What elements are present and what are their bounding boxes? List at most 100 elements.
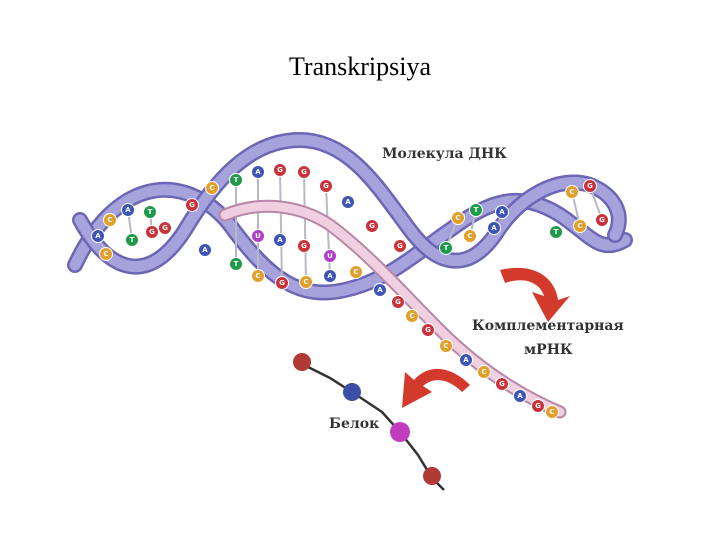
nucleotide-letter: C xyxy=(481,368,486,376)
nucleotide-letter: G xyxy=(535,402,541,410)
nucleotide-c xyxy=(299,275,313,289)
nucleotide-u xyxy=(251,229,265,243)
nucleotide-letter: A xyxy=(499,208,505,216)
nucleotide-letter: C xyxy=(569,188,574,196)
nucleotide-letter: A xyxy=(377,286,383,294)
nucleotide-letter: C xyxy=(409,312,414,320)
nucleotide-letter: T xyxy=(148,208,153,216)
nucleotide-letter: T xyxy=(444,244,449,252)
nucleotide-g xyxy=(273,163,287,177)
nucleotide-c xyxy=(103,213,117,227)
nucleotide-c xyxy=(405,309,419,323)
nucleotide-letter: A xyxy=(95,232,101,240)
nucleotide-g xyxy=(297,239,311,253)
nucleotide-letter: G xyxy=(395,298,401,306)
nucleotide-a xyxy=(495,205,509,219)
nucleotide-letter: T xyxy=(474,206,479,214)
nucleotide-g xyxy=(319,179,333,193)
translation-arrow xyxy=(402,368,470,408)
nucleotide-letter: A xyxy=(345,198,351,206)
dna-back-strand-fill xyxy=(69,184,631,298)
nucleotide-letter: G xyxy=(279,279,285,287)
nucleotide-c xyxy=(463,229,477,243)
nucleotide-letter: G xyxy=(499,380,505,388)
nucleotide-g xyxy=(495,377,509,391)
nucleotide-letter: A xyxy=(517,392,523,400)
nucleotide-letter: G xyxy=(599,216,605,224)
base-pair-rung xyxy=(303,171,307,283)
nucleotide-a xyxy=(459,353,473,367)
nucleotide-letter: C xyxy=(353,268,358,276)
nucleotide-c xyxy=(451,211,465,225)
nucleotide-letter: C xyxy=(577,222,582,230)
nucleotide-c xyxy=(349,265,363,279)
protein-label: Белок xyxy=(329,416,379,432)
nucleotide-letter: C xyxy=(467,232,472,240)
mrna-label-line2: мРНК xyxy=(524,342,573,358)
nucleotide-a xyxy=(251,165,265,179)
nucleotide-g xyxy=(531,399,545,413)
nucleotide-t xyxy=(469,203,483,217)
protein-chain xyxy=(293,353,445,491)
nucleotide-a xyxy=(323,269,337,283)
nucleotide-letter: U xyxy=(255,232,261,240)
nucleotide-letter: C xyxy=(255,272,260,280)
nucleotide-t xyxy=(229,173,243,187)
nucleotide-c xyxy=(573,219,587,233)
nucleotide-g xyxy=(595,213,609,227)
nucleotide-letter: G xyxy=(162,224,168,232)
nucleotide-letter: G xyxy=(189,201,195,209)
nucleotide-u xyxy=(323,249,337,263)
nucleotide-letter: C xyxy=(103,250,108,258)
nucleotide-c xyxy=(545,405,559,419)
nucleotide-g xyxy=(391,295,405,309)
nucleotide-letter: A xyxy=(463,356,469,364)
protein-bead xyxy=(343,383,361,401)
nucleotide-letter: C xyxy=(549,408,554,416)
nucleotide-c xyxy=(251,269,265,283)
nucleotide-a xyxy=(121,203,135,217)
nucleotide-t xyxy=(143,205,157,219)
nucleotide-a xyxy=(487,221,501,235)
nucleotide-letter: A xyxy=(255,168,261,176)
nucleotide-letter: A xyxy=(491,224,497,232)
nucleotide-letter: C xyxy=(455,214,460,222)
nucleotide-a xyxy=(513,389,527,403)
nucleotide-c xyxy=(565,185,579,199)
dna-label: Молекула ДНК xyxy=(382,146,507,162)
slide-title: Transkripsiya xyxy=(288,52,432,81)
nucleotide-g xyxy=(145,225,159,239)
protein-bead xyxy=(390,422,410,442)
nucleotide-g xyxy=(275,276,289,290)
nucleotide-letter: C xyxy=(303,278,308,286)
nucleotide-g xyxy=(421,323,435,337)
nucleotide-c xyxy=(99,247,113,261)
nucleotide-letter: C xyxy=(107,216,112,224)
base-pair-rung xyxy=(279,169,283,284)
nucleotide-letter: G xyxy=(425,326,431,334)
nucleotide-letter: C xyxy=(209,184,214,192)
nucleotide-letter: T xyxy=(554,228,559,236)
nucleotide-t xyxy=(125,233,139,247)
nucleotide-a xyxy=(373,283,387,297)
nucleotide-letter: A xyxy=(202,246,208,254)
dna-front-strand-fill xyxy=(74,134,625,272)
nucleotide-letter: G xyxy=(587,182,593,190)
nucleotide-letter: G xyxy=(323,182,329,190)
mrna-label-line1: Комплементарная xyxy=(472,318,624,334)
transcription-arrow xyxy=(500,267,570,322)
nucleotide-g xyxy=(158,221,172,235)
nucleotide-g xyxy=(365,219,379,233)
protein-bead xyxy=(423,467,441,485)
nucleotide-letter: A xyxy=(327,272,333,280)
nucleotide-a xyxy=(341,195,355,209)
nucleotide-a xyxy=(198,243,212,257)
nucleotide-letter: G xyxy=(277,166,283,174)
nucleotide-t xyxy=(439,241,453,255)
nucleotide-letter: G xyxy=(149,228,155,236)
nucleotide-c xyxy=(205,181,219,195)
nucleotide-g xyxy=(297,165,311,179)
nucleotide-c xyxy=(477,365,491,379)
